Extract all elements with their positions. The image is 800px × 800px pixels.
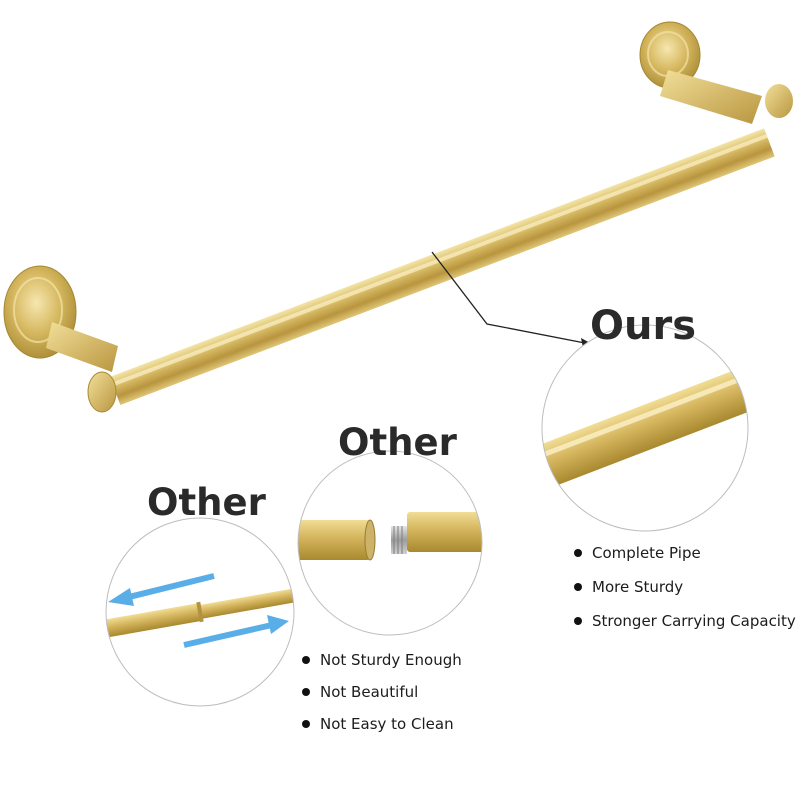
slide-left-arrow-icon (108, 573, 215, 606)
towel-bar-product (3, 21, 793, 413)
ours-heading: Ours (590, 303, 697, 349)
list-item: Not Easy to Clean (302, 714, 462, 746)
bar-left-cap (87, 371, 117, 413)
right-mount-post (660, 70, 762, 124)
list-item: More Sturdy (574, 577, 796, 611)
other-left-heading: Other (147, 481, 266, 524)
slide-right-arrow-icon (183, 615, 289, 648)
other-middle-heading: Other (338, 421, 457, 464)
left-mount-post (46, 322, 118, 372)
list-item: Not Sturdy Enough (302, 650, 462, 682)
ours-feature-list: Complete Pipe More Sturdy Stronger Carry… (574, 543, 796, 645)
ours-closeup (541, 324, 749, 532)
other-middle-closeup (297, 450, 483, 636)
list-item: Not Beautiful (302, 682, 462, 714)
main-bar (109, 128, 775, 406)
list-item: Stronger Carrying Capacity (574, 611, 796, 645)
other-left-closeup (105, 517, 295, 707)
other-drawback-list: Not Sturdy Enough Not Beautiful Not Easy… (302, 650, 462, 746)
list-item: Complete Pipe (574, 543, 796, 577)
bar-right-cap (765, 84, 793, 118)
